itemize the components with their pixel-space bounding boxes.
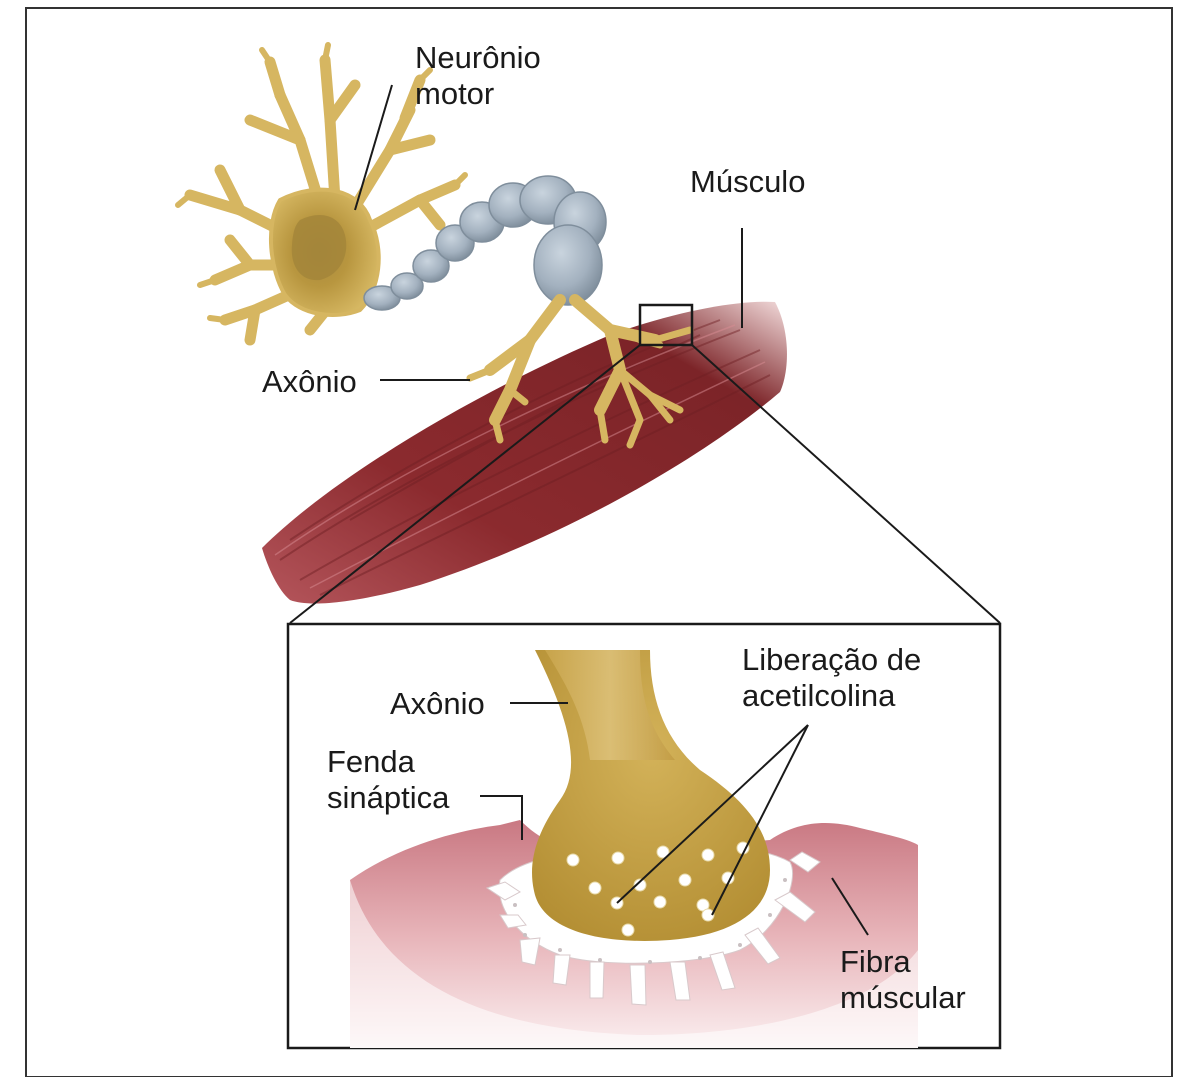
label-muscle: Músculo: [690, 164, 805, 200]
label-motor-neuron: Neurônio motor: [415, 40, 541, 112]
label-synaptic-cleft: Fenda sináptica: [327, 744, 449, 816]
myelin-sheath: [364, 176, 606, 310]
label-motor-neuron-line1: Neurônio: [415, 40, 541, 76]
label-acetylcholine-release: Liberação de acetilcolina: [742, 642, 921, 714]
label-axon-inset: Axônio: [390, 686, 485, 722]
label-muscle-fiber-line1: Fibra: [840, 944, 966, 980]
label-acetylcholine-line2: acetilcolina: [742, 678, 921, 714]
label-synaptic-cleft-line2: sináptica: [327, 780, 449, 816]
label-axon-top: Axônio: [262, 364, 357, 400]
label-synaptic-cleft-line1: Fenda: [327, 744, 449, 780]
label-muscle-fiber: Fibra múscular: [840, 944, 966, 1016]
label-muscle-fiber-line2: múscular: [840, 980, 966, 1016]
label-motor-neuron-line2: motor: [415, 76, 541, 112]
label-acetylcholine-line1: Liberação de: [742, 642, 921, 678]
